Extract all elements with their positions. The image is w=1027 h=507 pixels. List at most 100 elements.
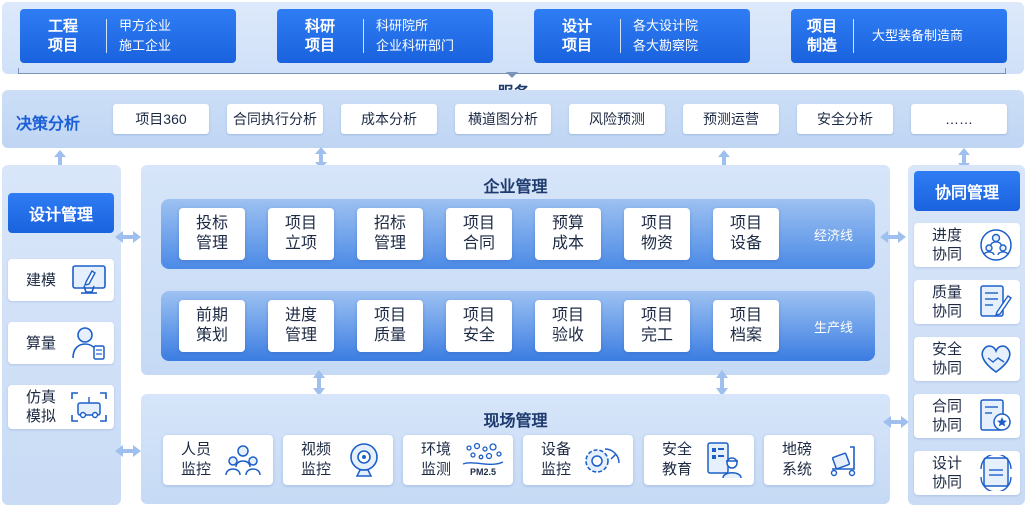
- top-card-engineering[interactable]: 工程 项目 甲方企业 施工企业: [20, 9, 236, 63]
- field-item-label-line: 监控: [181, 461, 212, 478]
- pm25-text: PM2.5: [470, 467, 496, 477]
- box-text: 项目: [640, 215, 673, 232]
- side-item-label: 算量: [26, 334, 56, 353]
- box-text: 项目: [640, 307, 673, 324]
- field-management-title: 现场管理: [483, 413, 548, 430]
- box-project-approval[interactable]: 项目立项: [268, 208, 334, 260]
- box-text: 项目: [729, 215, 762, 232]
- box-project-contract[interactable]: 项目合同: [446, 208, 512, 260]
- top-card-title-line: 项目: [561, 37, 592, 54]
- field-item-personnel[interactable]: 人员监控: [163, 435, 273, 485]
- field-item-weighbridge[interactable]: 地磅系统: [764, 435, 874, 485]
- side-item-label-line: 协同: [932, 417, 963, 434]
- box-text: 项目: [462, 307, 495, 324]
- decision-button[interactable]: 合同执行分析: [227, 104, 323, 134]
- top-card-title: 设计 项目: [534, 17, 620, 55]
- box-schedule-management[interactable]: 进度管理: [268, 300, 334, 352]
- doc-star-icon: [980, 399, 1011, 431]
- gear-gauge-icon: [585, 448, 620, 473]
- field-item-label-line: 人员: [181, 441, 212, 458]
- box-text: 管理: [284, 327, 317, 344]
- box-text: 档案: [729, 327, 762, 344]
- field-item-label-line: 监控: [301, 461, 332, 478]
- field-item-equipment[interactable]: 设备监控: [523, 435, 633, 485]
- box-project-safety[interactable]: 项目安全: [446, 300, 512, 352]
- field-item-label: 地磅系统: [782, 440, 812, 480]
- box-early-planning[interactable]: 前期策划: [179, 300, 245, 352]
- side-item-label-line: 质量: [932, 284, 963, 301]
- box-project-materials[interactable]: 项目物资: [624, 208, 690, 260]
- side-item-modeling[interactable]: 建模: [8, 259, 114, 301]
- decision-button[interactable]: 横道图分析: [455, 104, 551, 134]
- decision-button[interactable]: 安全分析: [797, 104, 893, 134]
- box-bid-management[interactable]: 投标管理: [179, 208, 245, 260]
- box-tender-management[interactable]: 招标管理: [357, 208, 423, 260]
- field-item-label: 环境监测: [421, 440, 451, 480]
- box-text: 项目: [729, 307, 762, 324]
- decision-button[interactable]: 风险预测: [569, 104, 665, 134]
- top-card-manufacturing[interactable]: 项目 制造 大型装备制造商: [791, 9, 1007, 63]
- top-card-item: 各大勘察院: [633, 38, 699, 53]
- decision-button[interactable]: 预测运营: [683, 104, 779, 134]
- side-item-label-line: 合同: [932, 398, 963, 415]
- top-card-design[interactable]: 设计 项目 各大设计院 各大勘察院: [534, 9, 750, 63]
- field-item-environment[interactable]: 环境监测 PM2.5: [403, 435, 513, 485]
- box-text: 合同: [462, 235, 495, 252]
- economic-line-row: 投标管理 项目立项 招标管理 项目合同 预算成本 项目物资 项目设备 经济线: [161, 199, 875, 269]
- field-item-video[interactable]: 视频监控: [283, 435, 393, 485]
- collaboration-management-panel: 协同管理 进度协同 质量协同 安全协同 合同协同: [908, 165, 1025, 505]
- side-item-simulation[interactable]: 仿真 模拟: [8, 385, 114, 429]
- top-card-research[interactable]: 科研 项目 科研院所 企业科研部门: [277, 9, 493, 63]
- decision-button[interactable]: 成本分析: [341, 104, 437, 134]
- decision-button[interactable]: 项目360: [113, 104, 209, 134]
- top-card-title-line: 制造: [806, 37, 837, 54]
- box-project-acceptance[interactable]: 项目验收: [535, 300, 601, 352]
- top-card-title: 工程 项目: [20, 17, 106, 55]
- field-item-safety-education[interactable]: 安全教育: [644, 435, 754, 485]
- double-arrow-icon: [115, 445, 141, 457]
- side-item-quality-collab[interactable]: 质量协同: [914, 280, 1020, 324]
- double-arrow-icon: [883, 416, 909, 428]
- side-item-contract-collab[interactable]: 合同协同: [914, 394, 1020, 438]
- box-project-completion[interactable]: 项目完工: [624, 300, 690, 352]
- side-item-label-line: 安全: [932, 341, 963, 358]
- box-text: 物资: [640, 235, 673, 252]
- box-project-equipment[interactable]: 项目设备: [713, 208, 779, 260]
- side-item-calculation[interactable]: 算量: [8, 322, 114, 364]
- box-text: 项目: [284, 215, 317, 232]
- top-card-title: 科研 项目: [277, 17, 363, 55]
- simulation-scan-icon: [71, 392, 107, 422]
- economic-line-label: 经济线: [813, 228, 853, 243]
- team-circle-icon: [980, 229, 1012, 261]
- side-item-schedule-collab[interactable]: 进度协同: [914, 223, 1020, 267]
- double-arrow-icon: [315, 147, 327, 169]
- top-card-item: 大型装备制造商: [872, 28, 964, 43]
- field-item-label-line: 环境: [421, 441, 452, 458]
- field-item-label-line: 地磅: [782, 441, 813, 458]
- divider: [620, 19, 621, 53]
- box-text: 管理: [373, 235, 406, 252]
- field-item-label-line: 视频: [301, 441, 332, 458]
- box-project-archive[interactable]: 项目档案: [713, 300, 779, 352]
- decision-analysis-band: 决策分析 项目360 合同执行分析 成本分析 横道图分析 风险预测 预测运营 安…: [2, 90, 1024, 148]
- field-item-label-line: 设备: [541, 441, 572, 458]
- box-text: 质量: [373, 327, 406, 344]
- enterprise-management-title: 企业管理: [483, 179, 548, 196]
- box-text: 验收: [551, 327, 584, 344]
- bracket-arrow: [506, 72, 518, 78]
- divider: [106, 19, 107, 53]
- field-item-label-line: 系统: [782, 461, 813, 478]
- side-item-label: 仿真 模拟: [26, 388, 56, 426]
- top-card-title: 项目 制造: [791, 17, 853, 55]
- box-project-quality[interactable]: 项目质量: [357, 300, 423, 352]
- side-item-design-collab[interactable]: 设计协同: [914, 451, 1020, 495]
- side-item-label: 安全协同: [932, 340, 962, 378]
- side-item-safety-collab[interactable]: 安全协同: [914, 337, 1020, 381]
- top-card-item: 各大设计院: [633, 18, 699, 33]
- calculation-person-icon: [72, 327, 105, 360]
- box-text: 成本: [551, 235, 584, 252]
- box-budget-cost[interactable]: 预算成本: [535, 208, 601, 260]
- box-text: 前期: [195, 307, 228, 324]
- decision-button[interactable]: ……: [911, 104, 1007, 134]
- box-text: 进度: [284, 307, 317, 324]
